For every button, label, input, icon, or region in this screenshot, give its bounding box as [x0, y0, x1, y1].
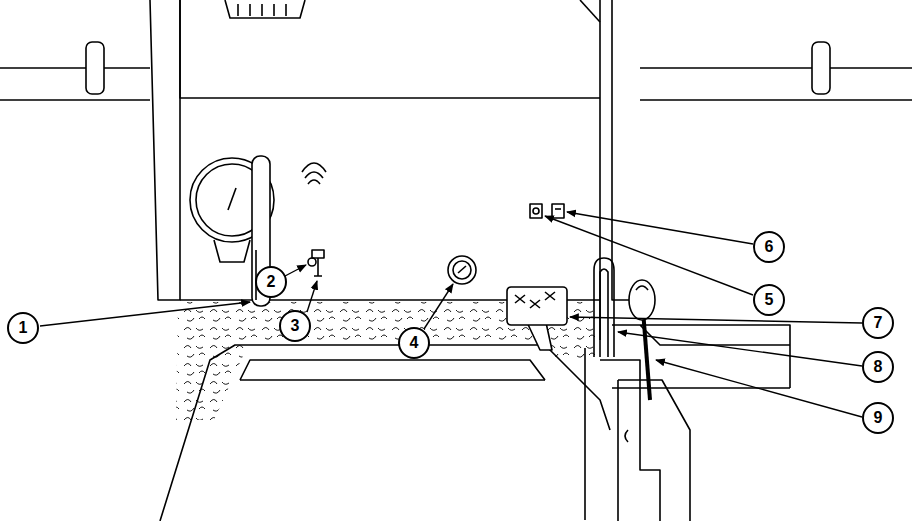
callout-number: 5	[753, 284, 785, 316]
callout-number: 8	[862, 351, 894, 383]
callout-number: 6	[753, 231, 785, 263]
callout-number: 4	[398, 327, 430, 359]
callout-number: 1	[7, 312, 39, 344]
callout-number: 3	[279, 310, 311, 342]
callout-number: 9	[862, 402, 894, 434]
callout-number: 7	[862, 307, 894, 339]
callout-number: 2	[255, 266, 287, 298]
